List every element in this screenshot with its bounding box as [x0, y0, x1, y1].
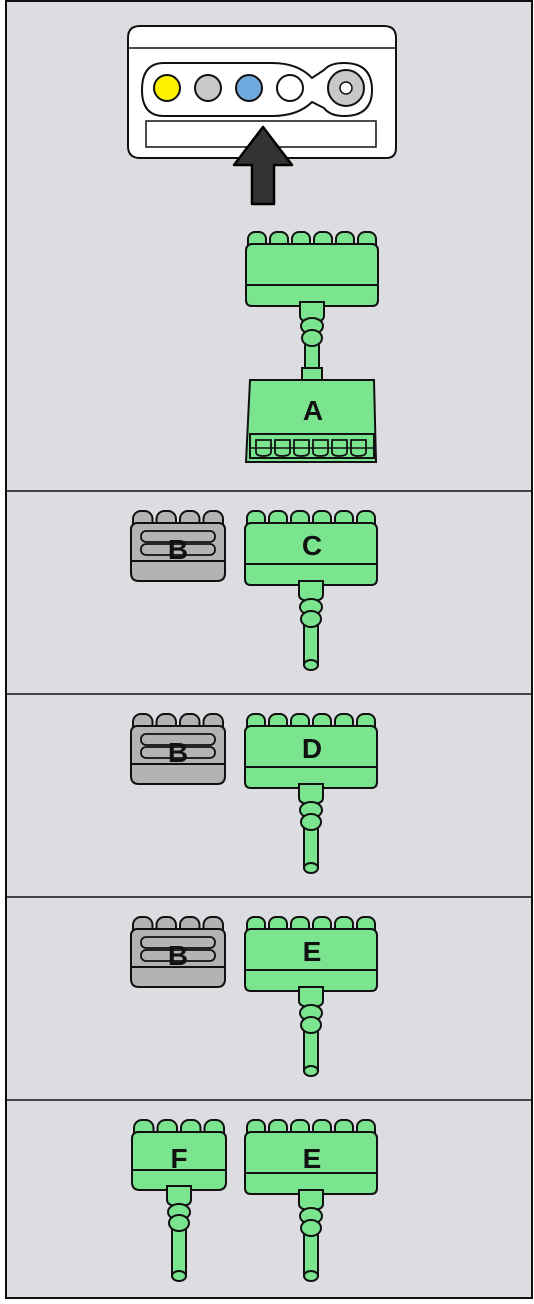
trunk-cable: [299, 301, 325, 383]
strain-relief: [300, 813, 322, 831]
socket-yellow: [153, 74, 181, 102]
plug-base: [245, 284, 379, 307]
cable-segment: [303, 1233, 319, 1277]
strain-relief: [300, 1219, 322, 1237]
outer-border: [5, 0, 533, 1299]
panel-1-adapter: [244, 379, 378, 463]
cable-segment: [171, 1227, 187, 1277]
plug-cable: [298, 580, 324, 671]
plug-cable: [298, 986, 324, 1077]
strain-relief: [301, 329, 323, 347]
panel-5-small-label: F: [170, 1143, 187, 1174]
plug-base: [244, 563, 378, 586]
panel-borders: [5, 0, 533, 1299]
small-gray-plug: [130, 510, 226, 582]
cable-end: [303, 659, 319, 671]
strain-relief: [168, 1214, 190, 1232]
plug-base: [130, 763, 226, 785]
strain-relief: [300, 610, 322, 628]
socket-blue: [235, 74, 263, 102]
strain-relief: [300, 1016, 322, 1034]
cable-end: [303, 862, 319, 874]
plug-base: [244, 1172, 378, 1195]
up-arrow-icon: [232, 125, 294, 206]
cable-end: [171, 1270, 187, 1282]
large-green-plug: [244, 510, 378, 671]
small-gray-plug: [130, 916, 226, 988]
cable-collar: [301, 367, 323, 381]
plug-band: [140, 733, 216, 746]
panel-4-large-label: E: [303, 936, 322, 967]
plug-base: [130, 560, 226, 582]
large-green-plug: [244, 1119, 378, 1282]
large-green-plug: [244, 916, 378, 1077]
panel-5-large-label: E: [303, 1143, 322, 1174]
plug-cable: [298, 783, 324, 874]
plug-band: [140, 530, 216, 543]
plug-band: [140, 949, 216, 962]
panel-3-small-label: B: [168, 737, 188, 768]
plug-base: [244, 766, 378, 789]
socket-gray: [194, 74, 222, 102]
panel-4-connectors: [130, 916, 378, 1077]
panel-3-large-label: D: [302, 733, 322, 764]
plug-band: [140, 936, 216, 949]
panel-2-large-label: C: [302, 530, 322, 561]
socket-white: [276, 74, 304, 102]
small-gray-plug: [130, 713, 226, 785]
panel-4-small-label: B: [168, 940, 188, 971]
plug-base: [130, 966, 226, 988]
plug-base: [244, 969, 378, 992]
panel-3-connectors: [130, 713, 378, 874]
cable-end: [303, 1270, 319, 1282]
large-green-plug: [244, 713, 378, 874]
trunk-plug: [245, 231, 379, 307]
adapter-label-a: A: [303, 395, 323, 426]
plug-band: [140, 543, 216, 556]
plug-band: [140, 746, 216, 759]
panel-1-trunk-plug: [245, 231, 379, 383]
socket-ring-center: [339, 81, 353, 95]
panel-5-connectors: [131, 1119, 378, 1282]
panel-2-small-label: B: [168, 534, 188, 565]
panel-2-connectors: [130, 510, 378, 671]
plug-cable: [298, 1189, 324, 1282]
small-green-plug: [131, 1119, 227, 1282]
cable-end: [303, 1065, 319, 1077]
plug-base: [131, 1169, 227, 1191]
plug-cable: [166, 1185, 192, 1282]
